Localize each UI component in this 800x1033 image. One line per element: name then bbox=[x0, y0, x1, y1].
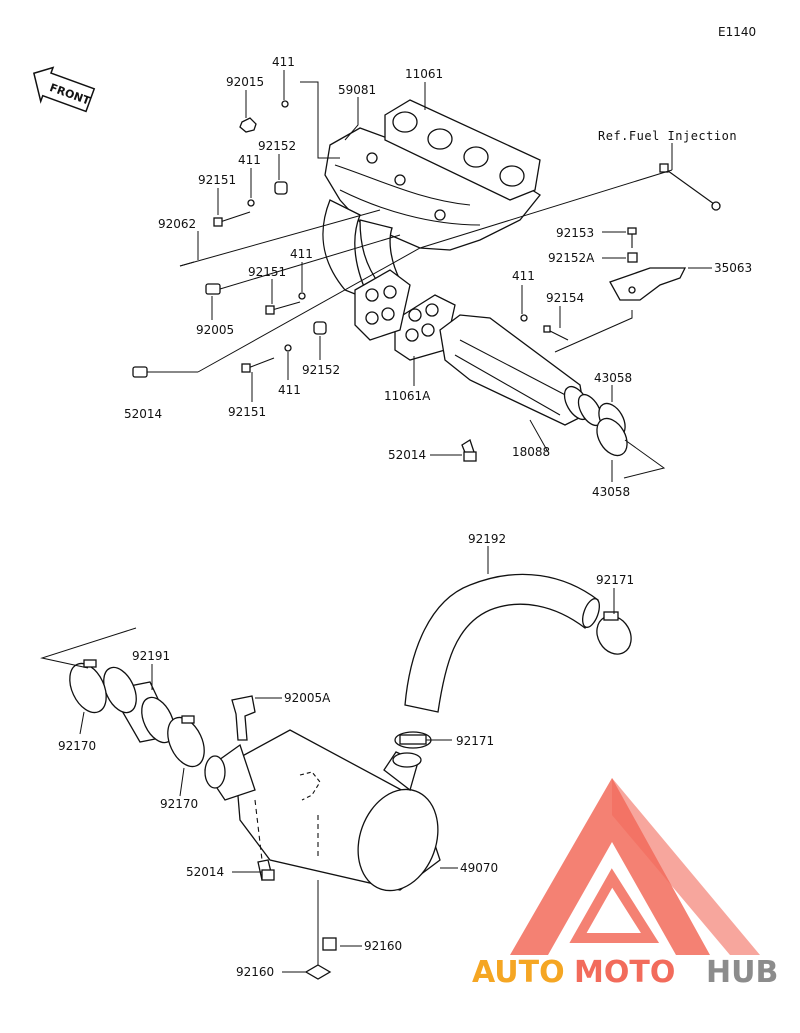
washer-411-e bbox=[520, 314, 528, 322]
washer-411-b bbox=[247, 199, 255, 207]
ref-fuel-injection-label: Ref.Fuel Injection bbox=[598, 129, 737, 143]
label-49070: 49070 bbox=[460, 861, 498, 875]
stud-92005 bbox=[205, 283, 221, 295]
clamp-92171-b bbox=[394, 731, 432, 749]
lower-leader-lines bbox=[40, 546, 615, 973]
washer-411-c bbox=[298, 292, 306, 300]
bolt-92151-b bbox=[265, 301, 301, 315]
label-52014-c: 52014 bbox=[186, 865, 224, 879]
label-92171-a: 92171 bbox=[596, 573, 634, 587]
label-43058-a: 43058 bbox=[594, 371, 632, 385]
label-411-d: 411 bbox=[278, 383, 301, 397]
label-92192: 92192 bbox=[468, 532, 506, 546]
label-92005A: 92005A bbox=[284, 691, 331, 705]
nut-92015 bbox=[239, 117, 257, 133]
bolt-92151-a bbox=[213, 211, 251, 227]
gasket-11061-part bbox=[384, 99, 541, 201]
label-92153: 92153 bbox=[556, 226, 594, 240]
bracket-35063-part bbox=[609, 267, 687, 301]
collar-92152-b bbox=[313, 321, 327, 335]
pad-92160-b bbox=[304, 964, 332, 980]
label-411-b: 411 bbox=[238, 153, 261, 167]
fitting-52014-b bbox=[461, 439, 477, 462]
collar-92152A bbox=[627, 252, 638, 263]
label-52014-b: 52014 bbox=[388, 448, 426, 462]
label-92171-b: 92171 bbox=[456, 734, 494, 748]
clamp-92171-a bbox=[596, 611, 632, 655]
part-labels: 411 92015 11061 59081 92152 411 92151 92… bbox=[58, 55, 752, 979]
clamp-92170-b bbox=[167, 715, 205, 768]
collar-92152-a bbox=[274, 181, 288, 195]
label-92015: 92015 bbox=[226, 75, 264, 89]
fitting-52014-c bbox=[257, 859, 275, 881]
label-92191: 92191 bbox=[132, 649, 170, 663]
hose-92192-part bbox=[404, 573, 600, 713]
label-92062: 92062 bbox=[158, 217, 196, 231]
label-52014-a: 52014 bbox=[124, 407, 162, 421]
exhaust-pipe-18088-part bbox=[439, 314, 603, 427]
automotohub-logo: AUTO MOTO HUB bbox=[472, 778, 778, 990]
clamp-92170-a bbox=[69, 659, 107, 714]
label-92152-a: 92152 bbox=[258, 139, 296, 153]
exhaust-manifold-part bbox=[322, 127, 541, 302]
elbow-92005A-part bbox=[231, 695, 256, 741]
gasket-11061A-part bbox=[394, 294, 456, 361]
label-43058-b: 43058 bbox=[592, 485, 630, 499]
label-411-e: 411 bbox=[512, 269, 535, 283]
label-92154: 92154 bbox=[546, 291, 584, 305]
bolt-92151-c bbox=[241, 357, 275, 373]
watermark-hub: HUB bbox=[706, 955, 778, 990]
label-92160-b: 92160 bbox=[236, 965, 274, 979]
bolt-92154 bbox=[543, 325, 569, 341]
bolt-92153 bbox=[627, 227, 637, 248]
label-11061A: 11061A bbox=[384, 389, 431, 403]
plug-52014-a bbox=[132, 366, 148, 378]
label-411-c: 411 bbox=[290, 247, 313, 261]
manifold-flange-part bbox=[354, 269, 411, 341]
o-ring-43058-b bbox=[596, 417, 628, 457]
watermark-auto: AUTO bbox=[472, 955, 565, 990]
muffler-49070-part bbox=[204, 729, 441, 892]
label-92152-b: 92152 bbox=[302, 363, 340, 377]
label-92160-a: 92160 bbox=[364, 939, 402, 953]
label-35063: 35063 bbox=[714, 261, 752, 275]
washer-411-d bbox=[284, 344, 292, 352]
front-arrow-icon: FRONT bbox=[32, 66, 96, 113]
label-92151-b: 92151 bbox=[248, 265, 286, 279]
label-411-a: 411 bbox=[272, 55, 295, 69]
label-92170-a: 92170 bbox=[58, 739, 96, 753]
label-92152A: 92152A bbox=[548, 251, 595, 265]
pad-92160-a bbox=[322, 937, 337, 951]
washer-411-a bbox=[281, 100, 289, 108]
label-11061: 11061 bbox=[405, 67, 443, 81]
label-92151-c: 92151 bbox=[228, 405, 266, 419]
label-92151-a: 92151 bbox=[198, 173, 236, 187]
diagram-code: E1140 bbox=[718, 25, 756, 39]
watermark-moto: MOTO bbox=[574, 955, 675, 990]
label-59081: 59081 bbox=[338, 83, 376, 97]
upper-leader-lines bbox=[147, 70, 712, 482]
sleeve-92191-part bbox=[103, 666, 176, 744]
label-92170-b: 92170 bbox=[160, 797, 198, 811]
label-18088: 18088 bbox=[512, 445, 550, 459]
label-92005: 92005 bbox=[196, 323, 234, 337]
